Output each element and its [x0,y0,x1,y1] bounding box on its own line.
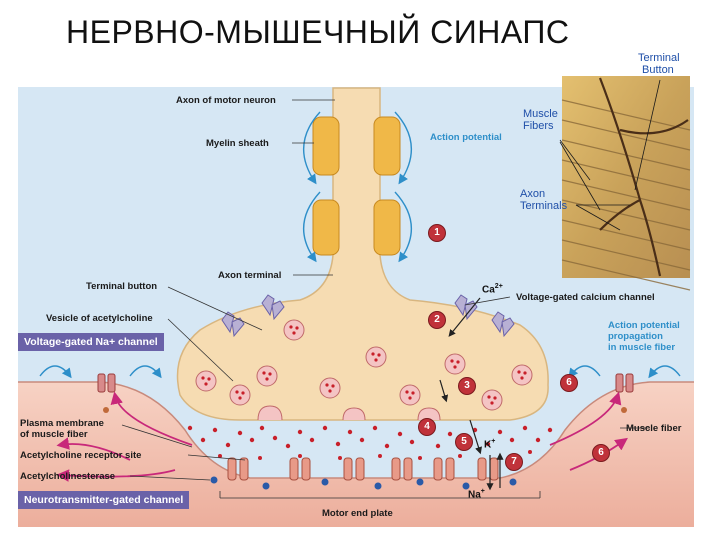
vesicles [195,319,533,411]
label-vg-na-channel: Voltage-gated Na+ channel [18,333,164,351]
label-vesicle: Vesicle of acetylcholine [46,313,153,324]
label-terminal-button: Terminal button [86,281,158,292]
label-axon-motor-neuron: Axon of motor neuron [176,95,276,106]
label-plasma-membrane: Plasma membrane of muscle fiber [20,418,104,440]
step-marker: 6 [592,444,610,462]
label-ach-receptor: Acetylcholine receptor site [20,450,142,461]
ion-calcium: Ca2+ [482,283,503,296]
na-channels [97,373,634,393]
step-marker: 4 [418,418,436,436]
step-marker: 7 [505,453,523,471]
micro-label-muscle-fibers: Muscle Fibers [523,108,558,132]
label-axon-terminal: Axon terminal [218,270,282,281]
myelin-sheath-segments [312,116,401,256]
label-ap-propagation: Action potential propagation in muscle f… [608,320,680,353]
step-marker: 1 [428,224,446,242]
muscle-fiber-shape [18,382,694,527]
acetylcholine-in-cleft [187,425,553,460]
step-marker: 6 [560,374,578,392]
ion-sodium: Na+ [468,488,485,501]
step-marker: 3 [458,377,476,395]
axon-terminal-shape [176,87,549,421]
label-motor-end-plate: Motor end plate [322,508,393,519]
micro-label-axon-terminals: Axon Terminals [520,188,568,212]
ion-potassium: K+ [484,438,496,451]
label-nt-gated-channel: Neurotransmitter-gated channel [18,491,190,509]
micro-label-terminal-button: Terminal Button [638,52,680,76]
step-marker: 5 [455,433,473,451]
micrograph [559,76,691,291]
label-myelin-sheath: Myelin sheath [206,138,269,149]
label-muscle-fiber: Muscle fiber [626,423,682,434]
label-acetylcholinesterase: Acetylcholinesterase [20,471,116,482]
label-vg-ca-channel: Voltage-gated calcium channel [516,292,655,303]
label-action-potential: Action potential [430,132,502,143]
receptor-channels [227,457,499,481]
slide-title: НЕРВНО-МЫШЕЧНЫЙ СИНАПС [66,14,570,50]
step-marker: 2 [428,311,446,329]
